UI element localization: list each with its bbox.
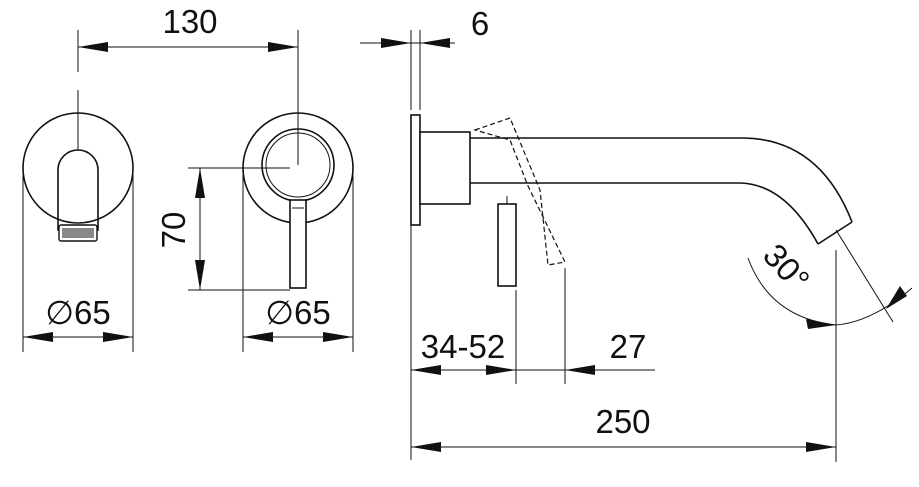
lever-side — [497, 203, 517, 287]
aerator-mesh — [62, 228, 94, 238]
spout-front-outline — [57, 149, 99, 231]
dimension-250: 250 — [411, 250, 837, 462]
dim-27-arrow — [565, 365, 595, 375]
dim-wall-label: 34-52 — [421, 328, 505, 365]
wall-plate — [410, 114, 421, 226]
dim-250-label: 250 — [595, 403, 650, 440]
dimension-6: 6 — [360, 5, 489, 110]
body-block — [419, 131, 471, 205]
dim-right-diam-arrow-right — [323, 332, 353, 342]
dimension-30-degree: 30° — [747, 229, 913, 329]
dim-wall-arrow-left — [411, 365, 441, 375]
dim-250-arrow-left — [411, 442, 441, 452]
dim-right-diam-label: ∅65 — [265, 294, 330, 331]
dim-left-diam-arrow-right — [103, 332, 133, 342]
dim-angle-arrow-right — [886, 286, 907, 309]
dim-70-arrow-bottom — [195, 260, 205, 290]
spout-bottom-edge — [470, 182, 819, 245]
dimension-130: 130 — [77, 3, 299, 72]
dimension-left-diameter: ∅65 — [22, 175, 134, 352]
dim-130-label: 130 — [162, 3, 217, 40]
dim-70-label: 70 — [155, 212, 192, 249]
front-spout-view — [22, 90, 134, 242]
dim-130-arrow-right — [268, 42, 298, 52]
dim-wall-arrow-right — [486, 365, 516, 375]
spout-top-edge — [470, 137, 853, 223]
dim-left-diam-label: ∅65 — [45, 294, 110, 331]
dim-250-arrow-right — [806, 442, 836, 452]
spout-tip — [817, 221, 853, 245]
dim-6-arrow-left — [381, 38, 411, 48]
dimension-70: 70 — [155, 167, 290, 291]
lever-open-dashed — [472, 117, 566, 266]
dimension-right-diameter: ∅65 — [242, 175, 354, 352]
dim-130-arrow-left — [78, 42, 108, 52]
side-view — [410, 114, 853, 287]
dimension-34-52-and-27: 34-52 27 — [410, 225, 655, 460]
dim-6-arrow-right — [420, 38, 450, 48]
dim-left-diam-arrow-left — [23, 332, 53, 342]
dim-27-label: 27 — [610, 328, 647, 365]
dim-70-arrow-top — [195, 168, 205, 198]
dim-angle-arrow-left — [806, 319, 836, 329]
lever-front — [289, 199, 307, 289]
front-handle-view — [242, 35, 354, 289]
dim-angle-extension — [835, 229, 894, 323]
dim-6-label: 6 — [471, 5, 489, 42]
dim-right-diam-arrow-left — [243, 332, 273, 342]
